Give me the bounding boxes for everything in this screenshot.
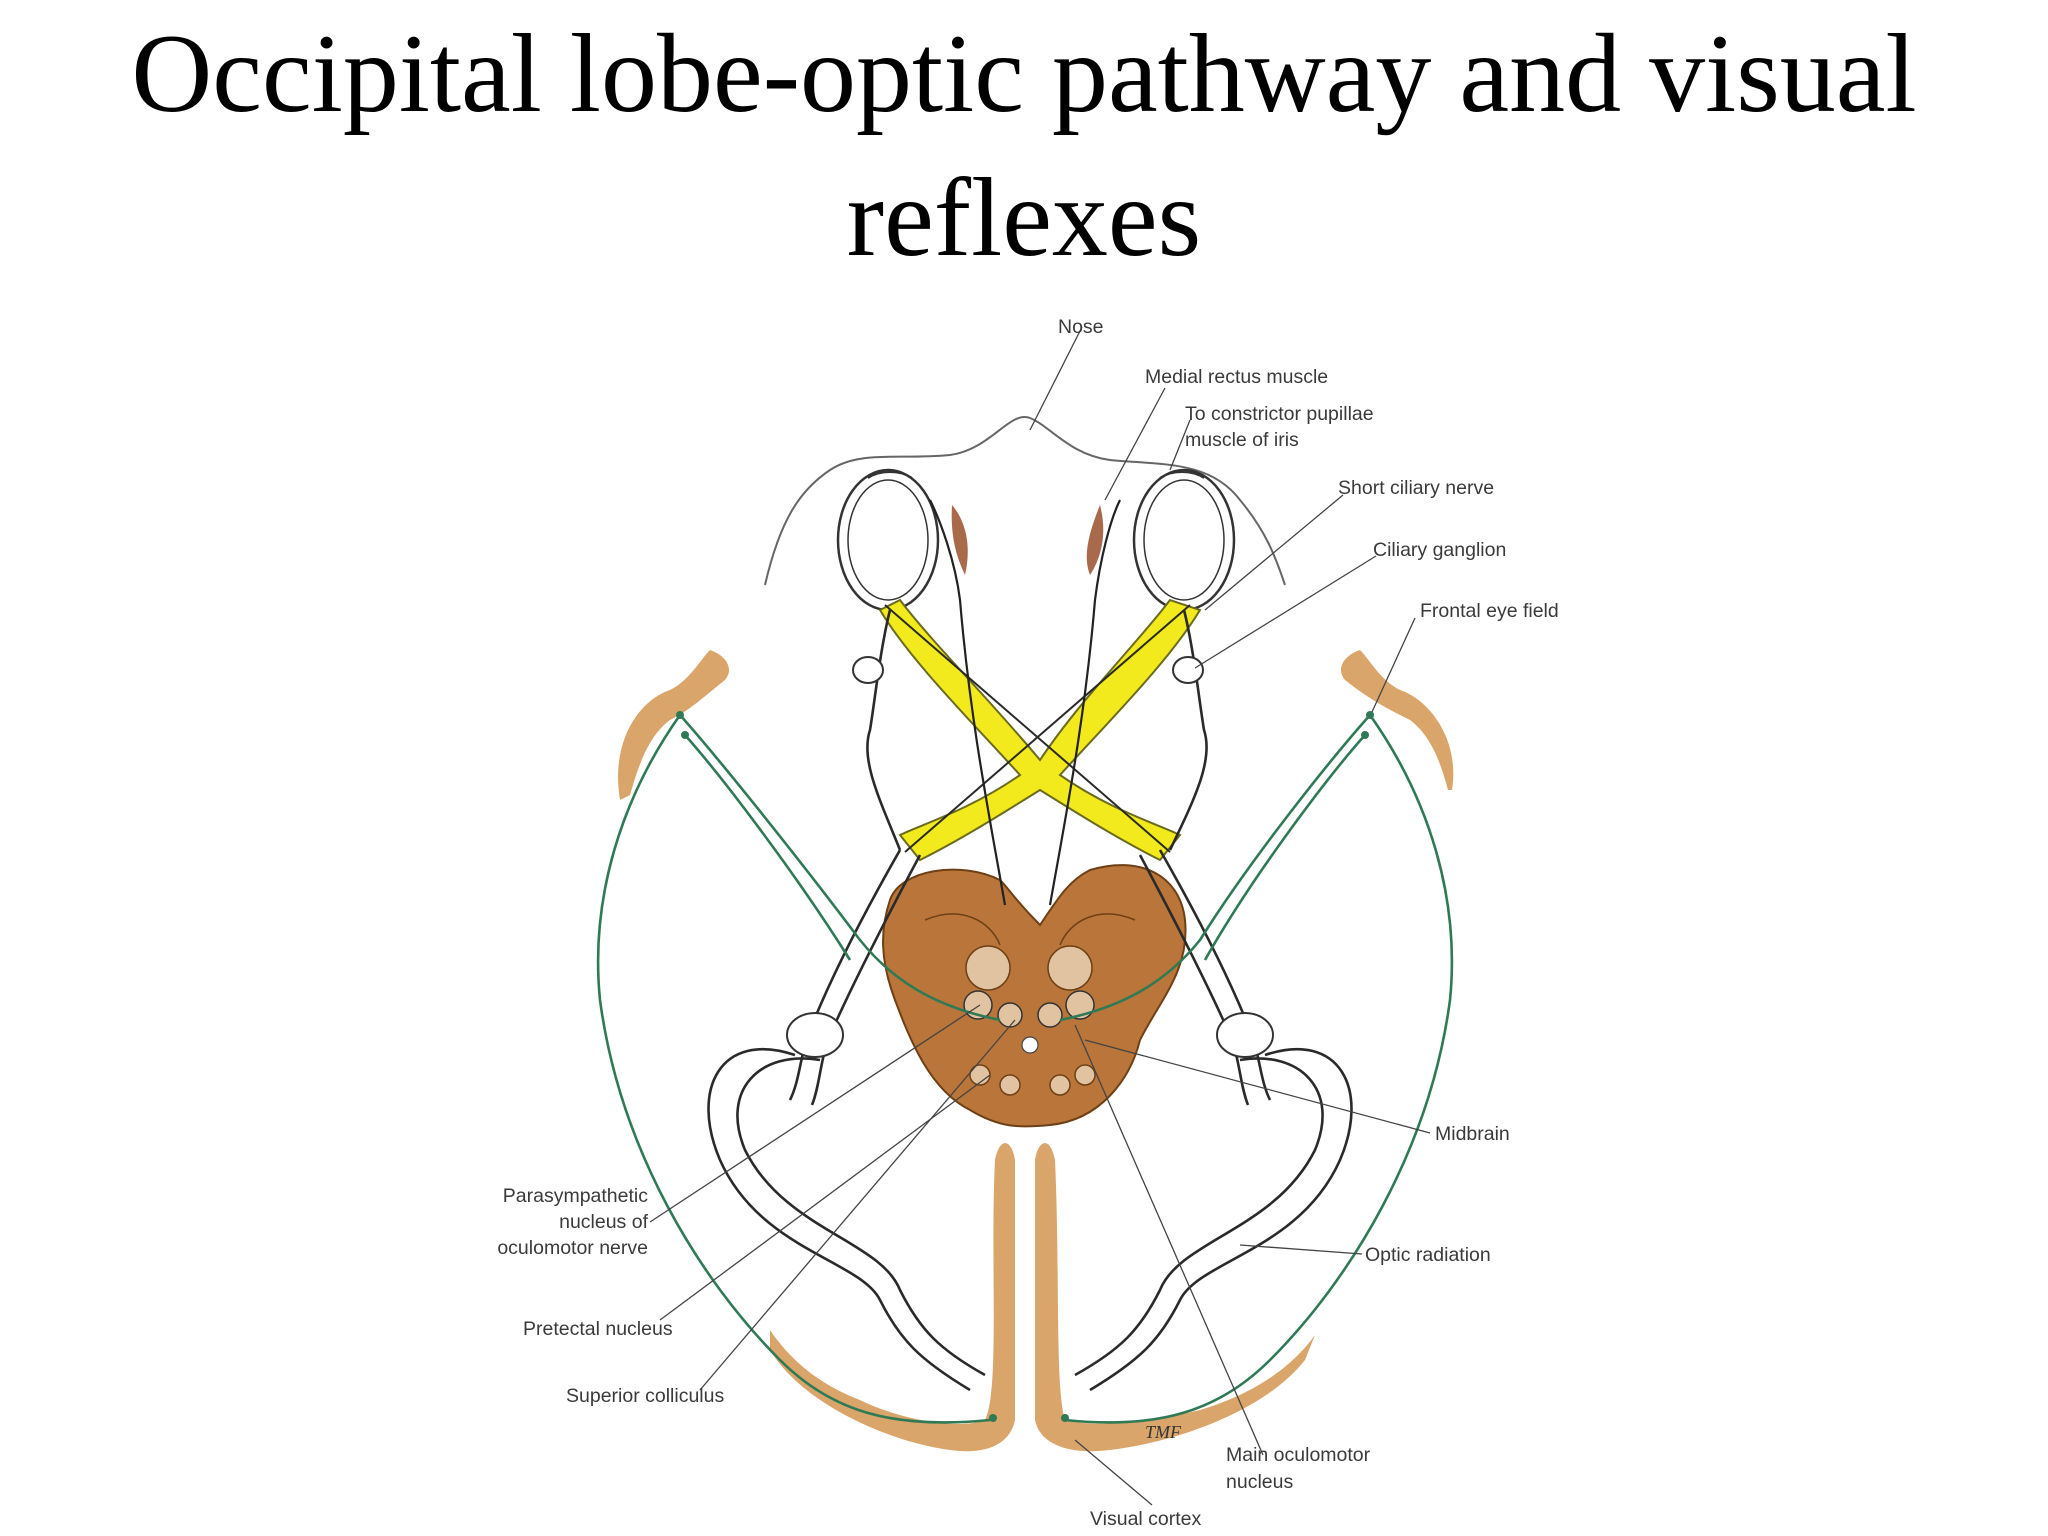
label-midbrain: Midbrain bbox=[1435, 1123, 1510, 1145]
medial-rectus-left bbox=[951, 505, 968, 575]
reflex-pathways bbox=[596, 711, 1454, 1424]
ciliary-ganglion-right bbox=[1172, 656, 1204, 684]
label-parasympathetic-1: Parasympathetic bbox=[503, 1185, 648, 1207]
oculomotor-fiber-right bbox=[1048, 499, 1121, 906]
optic-chiasm bbox=[878, 598, 1202, 862]
artist-signature: TMF bbox=[1145, 1422, 1182, 1442]
label-main-oculomotor-2: nucleus bbox=[1226, 1471, 1293, 1493]
label-short-ciliary-nerve: Short ciliary nerve bbox=[1338, 477, 1494, 499]
label-main-oculomotor-1: Main oculomotor bbox=[1226, 1444, 1371, 1466]
face-outline bbox=[764, 415, 1286, 586]
optic-nerve-left bbox=[866, 609, 902, 851]
label-ciliary-ganglion: Ciliary ganglion bbox=[1373, 539, 1506, 561]
label-frontal-eye-field: Frontal eye field bbox=[1420, 600, 1559, 622]
label-pretectal-nucleus: Pretectal nucleus bbox=[523, 1318, 673, 1340]
label-optic-radiation: Optic radiation bbox=[1365, 1244, 1491, 1266]
visual-cortex-left bbox=[770, 1143, 1015, 1452]
label-superior-colliculus: Superior colliculus bbox=[566, 1385, 724, 1407]
medial-rectus-right bbox=[1086, 505, 1104, 575]
midbrain bbox=[882, 864, 1187, 1128]
frontal-cortex-left bbox=[618, 650, 730, 800]
page-title: Occipital lobe-optic pathway and visual … bbox=[0, 2, 2048, 290]
ciliary-ganglion-left bbox=[852, 656, 884, 684]
label-nose: Nose bbox=[1058, 316, 1104, 338]
optic-tract-left bbox=[707, 849, 986, 1392]
lateral-geniculate-right bbox=[1216, 1012, 1274, 1058]
right-eye bbox=[1132, 468, 1236, 612]
oculomotor-fiber-left bbox=[929, 499, 1007, 906]
title-line-2: reflexes bbox=[846, 156, 1202, 280]
optic-nerve-right bbox=[1168, 609, 1208, 851]
label-visual-cortex: Visual cortex bbox=[1090, 1508, 1202, 1530]
label-medial-rectus: Medial rectus muscle bbox=[1145, 366, 1328, 388]
leader-lines bbox=[649, 326, 1431, 1506]
label-parasympathetic-2: nucleus of bbox=[559, 1211, 648, 1233]
title-line-1: Occipital lobe-optic pathway and visual bbox=[131, 12, 1917, 136]
label-constrictor-2: muscle of iris bbox=[1185, 429, 1299, 451]
left-eye bbox=[836, 468, 940, 612]
lateral-geniculate-left bbox=[786, 1012, 844, 1058]
label-constrictor-1: To constrictor pupillae bbox=[1185, 403, 1374, 425]
frontal-cortex-right bbox=[1340, 650, 1454, 790]
label-parasympathetic-3: oculomotor nerve bbox=[497, 1237, 648, 1259]
optic-tract-right bbox=[1074, 849, 1353, 1392]
visual-cortex-right bbox=[1035, 1143, 1315, 1452]
